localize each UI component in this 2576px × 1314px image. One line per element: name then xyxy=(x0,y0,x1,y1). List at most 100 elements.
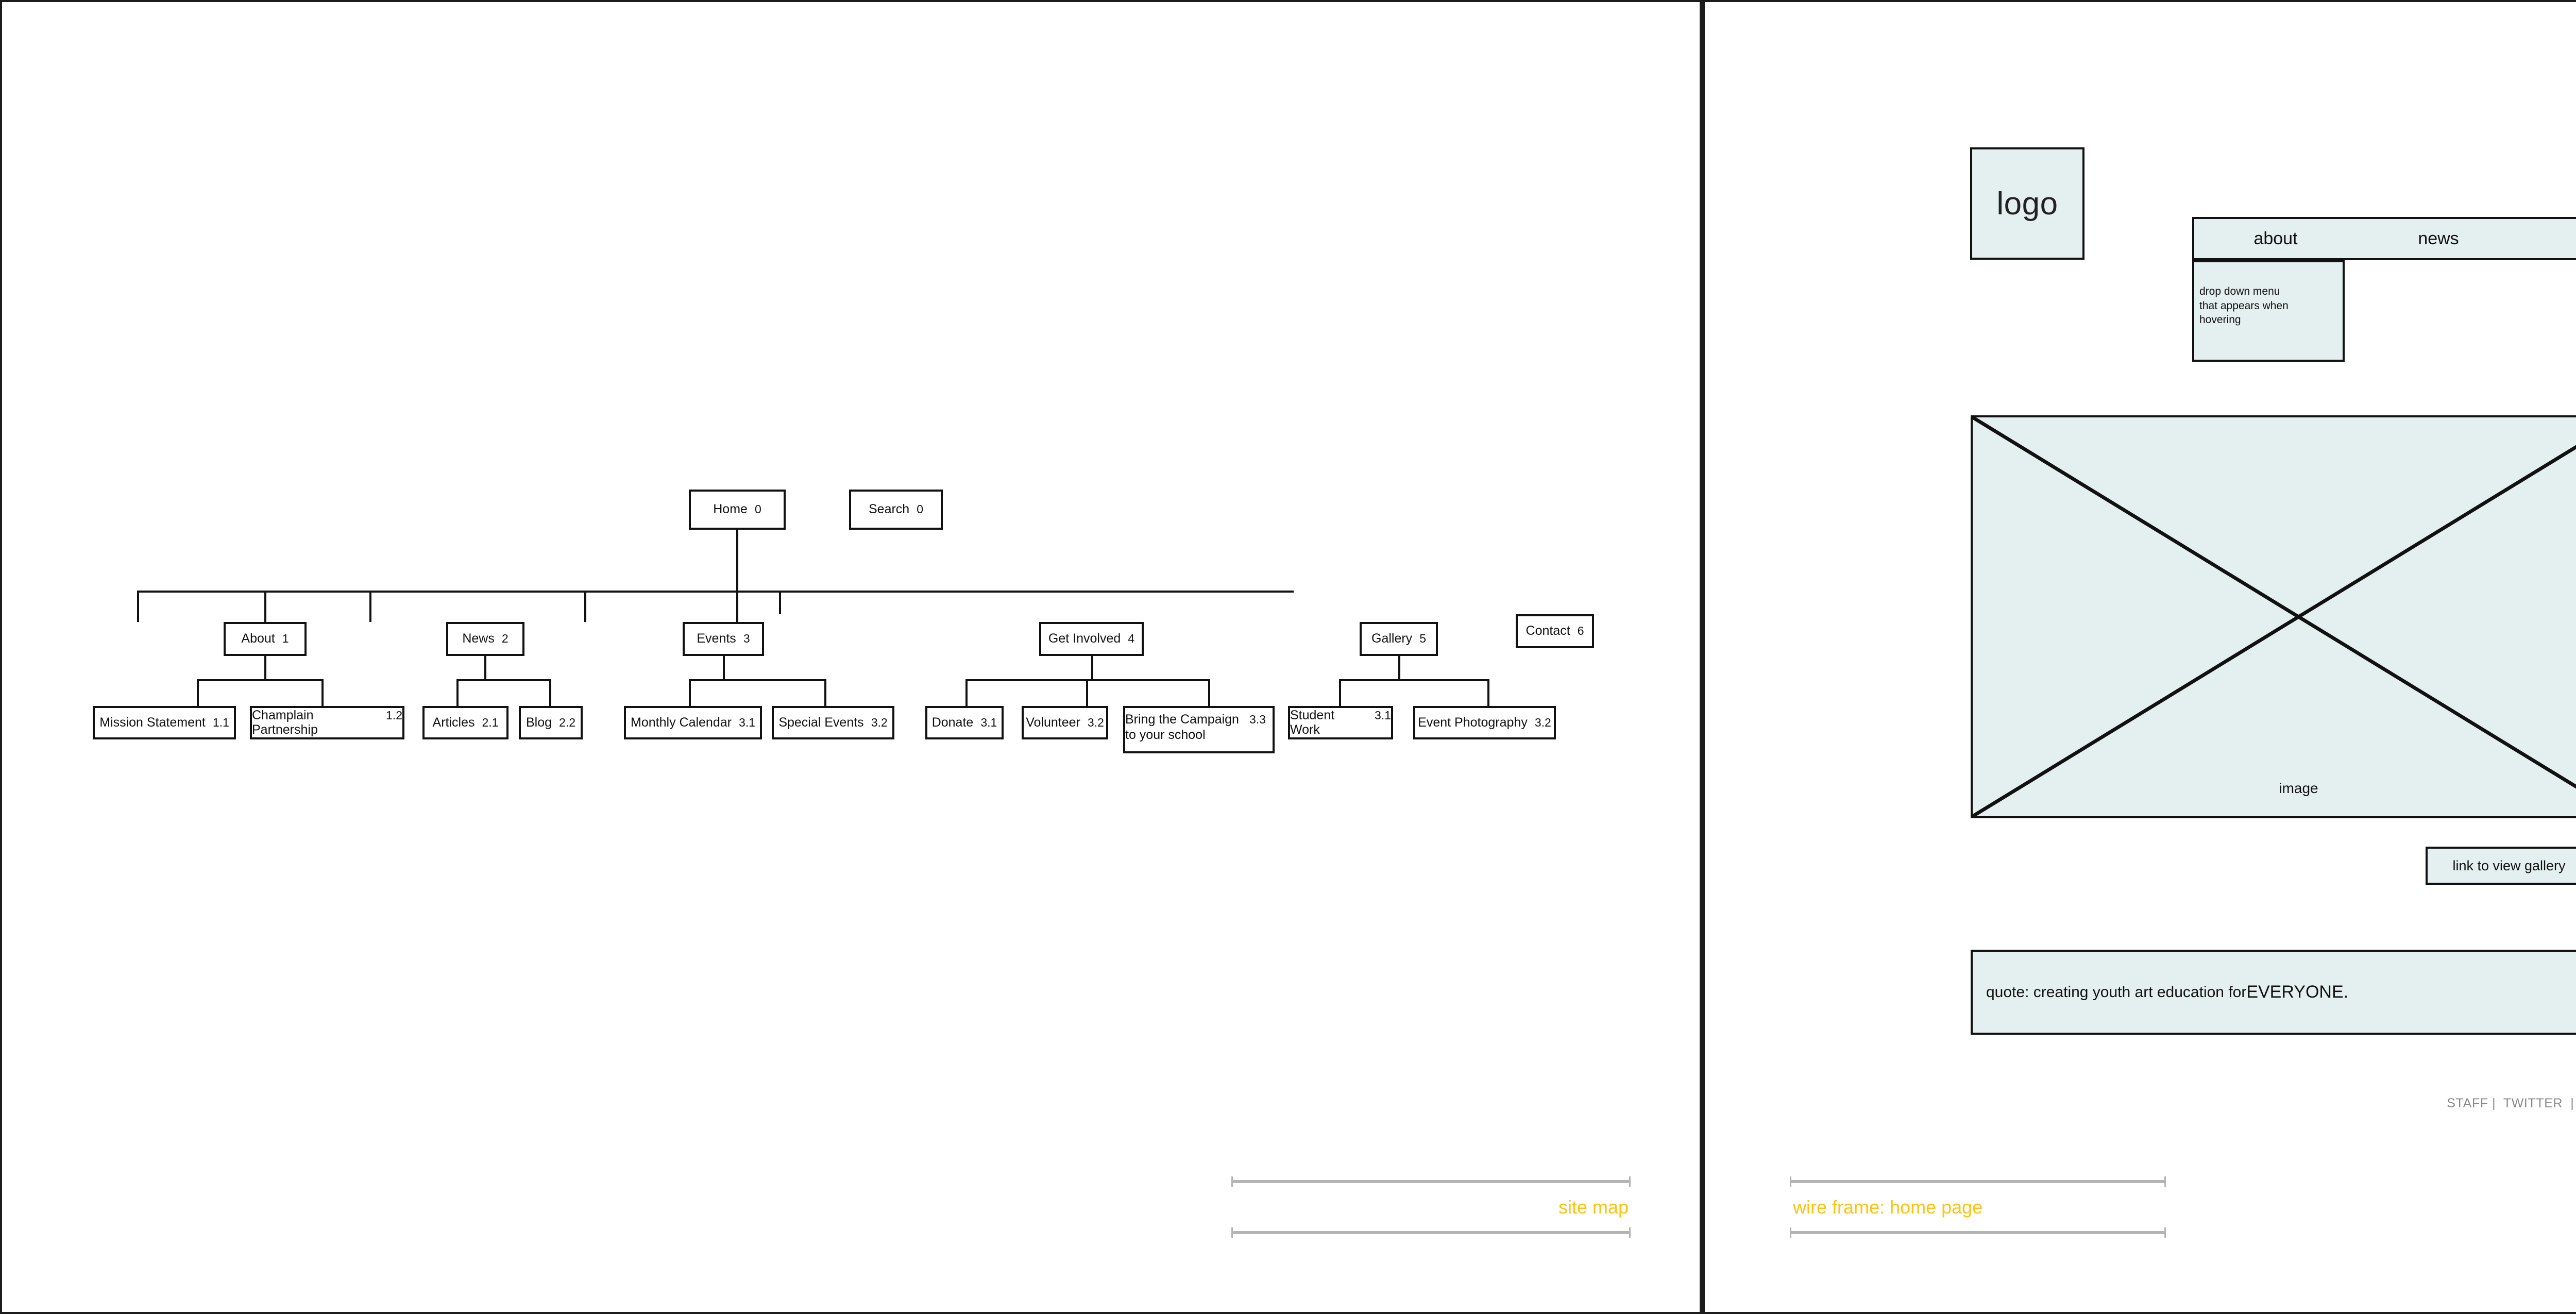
edge-gi-campaign xyxy=(1208,679,1210,706)
quote-banner: quote: creating youth art education for … xyxy=(1971,950,2576,1035)
sitemap-node-donate[interactable]: Donate 3.1 xyxy=(925,706,1004,739)
node-number: 1.1 xyxy=(212,715,229,729)
edge-gallery-student xyxy=(1339,679,1341,706)
node-label: News xyxy=(462,631,495,646)
node-label: Bring the Campaign xyxy=(1125,712,1239,727)
quote-emphasis: EVERYONE. xyxy=(2246,982,2349,1002)
edge-level1-bus xyxy=(137,591,782,593)
edge-about-stem xyxy=(264,655,266,679)
node-label: Get Involved xyxy=(1048,631,1121,646)
caption-label: site map xyxy=(1558,1196,1629,1218)
node-number: 6 xyxy=(1577,624,1584,638)
link-to-view-gallery-button[interactable]: link to view gallery xyxy=(2426,847,2576,885)
node-number: 2 xyxy=(501,632,509,646)
edge-news-stem xyxy=(484,655,486,679)
nav-item-news[interactable]: news xyxy=(2418,228,2459,248)
edge-about-champlain xyxy=(321,679,324,706)
site-map-diagram: Home 0 Search 0 About 1 News 2 Events 3 Get I… xyxy=(93,490,1631,1238)
edge-about-mission xyxy=(197,679,199,706)
caption-rule-top xyxy=(1231,1176,1631,1187)
node-number: 3 xyxy=(743,632,750,646)
node-label: Search xyxy=(868,502,910,517)
sitemap-node-mission-statement[interactable]: Mission Statement 1.1 xyxy=(93,706,236,739)
node-number: 3.3 xyxy=(1249,713,1266,726)
logo-placeholder: logo xyxy=(1970,147,2084,260)
sitemap-node-bring-campaign[interactable]: Bring the Campaign 3.3 to your school xyxy=(1123,706,1275,753)
sitemap-node-search[interactable]: Search 0 xyxy=(849,490,943,530)
node-label: Monthly Calendar xyxy=(631,715,732,730)
node-number: 0 xyxy=(917,502,923,516)
node-number: 1.2 xyxy=(386,709,402,722)
node-label-line2: to your school xyxy=(1125,727,1206,742)
node-number: 3.1 xyxy=(980,715,997,729)
node-label: Mission Statement xyxy=(99,715,206,730)
sitemap-node-about[interactable]: About 1 xyxy=(224,622,307,656)
sitemap-node-event-photography[interactable]: Event Photography 3.2 xyxy=(1413,706,1556,739)
node-label: Donate xyxy=(931,715,974,730)
node-label: Events xyxy=(697,631,736,646)
sitemap-node-articles[interactable]: Articles 2.1 xyxy=(422,706,509,739)
edge-gi-stem xyxy=(1091,655,1093,679)
edge-bus-contact xyxy=(779,591,781,614)
node-label: Special Events xyxy=(778,715,864,730)
node-number: 1 xyxy=(282,632,289,646)
node-number: 3.2 xyxy=(1534,715,1551,729)
nav-item-events[interactable]: events xyxy=(2520,229,2576,249)
node-number: 0 xyxy=(754,502,761,516)
edge-news-articles xyxy=(456,679,459,706)
edge-events-monthly xyxy=(689,679,691,706)
node-label: About xyxy=(241,631,275,646)
node-number: 5 xyxy=(1419,632,1426,646)
node-label: Event Photography xyxy=(1418,715,1528,730)
sitemap-node-home[interactable]: Home 0 xyxy=(689,490,786,530)
sitemap-node-monthly-calendar[interactable]: Monthly Calendar 3.1 xyxy=(624,706,762,739)
node-label: Contact xyxy=(1526,624,1570,638)
node-label: Blog xyxy=(526,715,552,730)
footer-links-label: STAFF | TWITTER | FACEBOOK xyxy=(2447,1096,2574,1110)
edge-gallery-photo xyxy=(1487,679,1489,706)
node-number: 4 xyxy=(1128,632,1135,646)
node-label: Home xyxy=(713,502,748,517)
caption-wireframe: wire frame: home page xyxy=(1790,1176,2166,1238)
node-number: 3.1 xyxy=(1375,709,1391,722)
edge-about-bus xyxy=(197,679,324,681)
nav-item-about[interactable]: about xyxy=(2253,228,2298,248)
hero-image-placeholder[interactable]: image xyxy=(1971,415,2576,818)
edge-home-trunk xyxy=(736,530,738,591)
sitemap-node-contact[interactable]: Contact 6 xyxy=(1516,614,1594,648)
logo-text: logo xyxy=(1996,186,2058,222)
dropdown-menu-annotation: drop down menu that appears when hoverin… xyxy=(2192,260,2345,362)
quote-text: quote: creating youth art education for xyxy=(1986,983,2247,1001)
image-label: image xyxy=(2279,780,2318,796)
sitemap-node-events[interactable]: Events 3 xyxy=(683,622,764,656)
sitemap-node-news[interactable]: News 2 xyxy=(446,622,524,656)
edge-bus-about xyxy=(137,591,139,622)
edge-news-bus xyxy=(456,679,551,681)
edge-events-special xyxy=(824,679,826,706)
edge-bus-events xyxy=(369,591,371,622)
sitemap-node-get-involved[interactable]: Get Involved 4 xyxy=(1039,622,1144,656)
node-number: 3.2 xyxy=(871,715,888,729)
node-number: 3.2 xyxy=(1087,715,1104,729)
main-navigation: about news events get involved gallery c… xyxy=(2192,217,2576,260)
footer-links[interactable]: STAFF | TWITTER | FACEBOOK xyxy=(2424,1081,2576,1126)
edge-bus-news xyxy=(264,591,266,622)
image-cross-icon xyxy=(1973,417,2576,816)
page-left-sitemap xyxy=(0,0,1702,1314)
caption-label: wire frame: home page xyxy=(1793,1196,1983,1218)
caption-site-map: site map xyxy=(1231,1176,1631,1238)
wireframe-home-page: search logo about news events get involv… xyxy=(1702,0,2576,1314)
node-number: 2.1 xyxy=(482,715,499,729)
node-label: Gallery xyxy=(1371,631,1413,646)
caption-rule-top xyxy=(1790,1176,2166,1187)
sitemap-node-gallery[interactable]: Gallery 5 xyxy=(1360,622,1438,656)
sitemap-node-blog[interactable]: Blog 2.2 xyxy=(519,706,583,739)
node-label: Articles xyxy=(432,715,475,730)
node-number: 3.1 xyxy=(738,715,755,729)
node-number: 2.2 xyxy=(559,715,576,729)
sitemap-node-special-events[interactable]: Special Events 3.2 xyxy=(772,706,894,739)
edge-gallery-stem xyxy=(1398,655,1400,679)
